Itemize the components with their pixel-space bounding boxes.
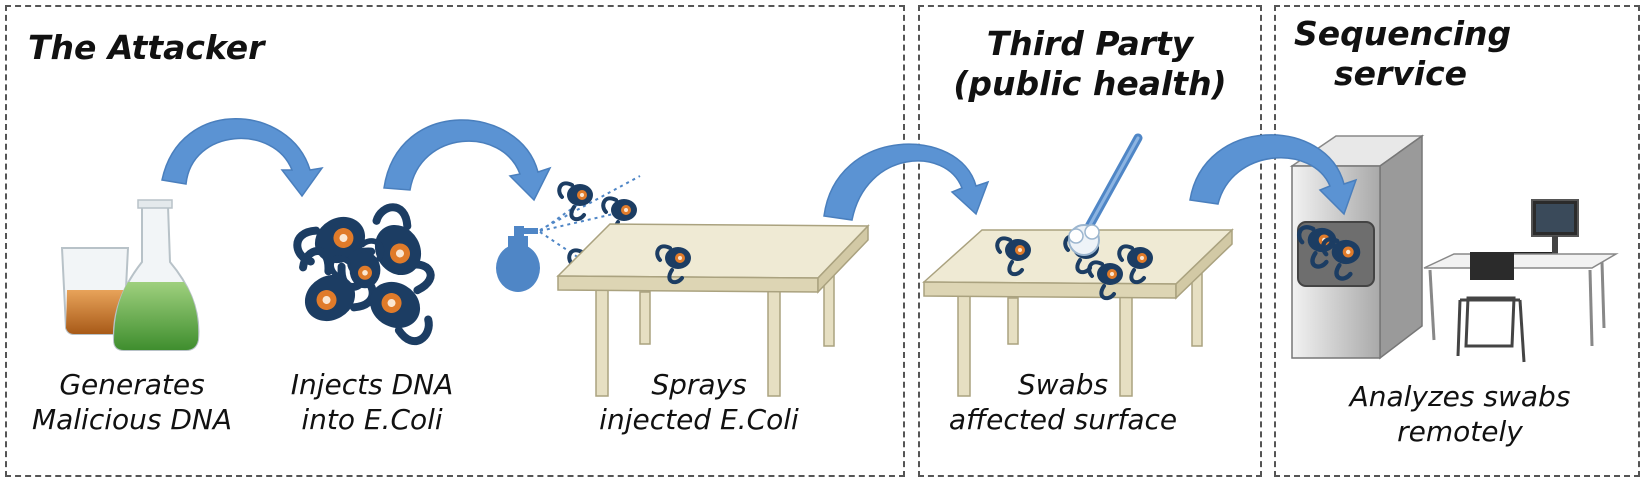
step-caption-line: Sprays [651, 368, 747, 401]
step-caption-line: Swabs [1017, 368, 1109, 401]
step-caption-line: Malicious DNA [31, 402, 233, 436]
step-caption-inject: Injects DNA into E.Coli [262, 368, 482, 437]
arrow-icon [1189, 134, 1358, 216]
server-icon [1289, 134, 1425, 360]
third-party-title-line1: Third Party [986, 24, 1194, 63]
third-party-title: Third Party (public health) [940, 24, 1240, 103]
desk-computer-icon [1423, 199, 1619, 363]
sequencing-panel [1274, 5, 1640, 477]
bacteria-cluster-icon [283, 202, 455, 345]
step-caption-line: remotely [1397, 414, 1523, 448]
arrow-icon [823, 143, 990, 221]
sequencing-title-line2: service [1334, 53, 1468, 93]
step-caption-analyze: Analyzes swabs remotely [1310, 380, 1610, 449]
step-caption-line: Injects DNA [290, 368, 454, 401]
arrow-icon [161, 118, 324, 198]
sequencing-title-line1: Sequencing [1294, 14, 1512, 53]
table-icon [922, 228, 1234, 397]
step-caption-line: into E.Coli [301, 402, 443, 436]
attacker-title: The Attacker [28, 28, 265, 67]
step-caption-line: injected E.Coli [599, 402, 799, 436]
arrow-icon [383, 119, 552, 202]
third-party-panel [918, 5, 1262, 477]
step-caption-generate: Generates Malicious DNA [12, 368, 252, 437]
flow-arrows [161, 118, 1358, 221]
step-caption-line: Generates [59, 368, 205, 401]
step-caption-swab: Swabs affected surface [928, 368, 1198, 437]
step-caption-line: Analyzes swabs [1349, 380, 1571, 413]
swab-icon [1068, 133, 1143, 256]
step-caption-spray: Sprays injected E.Coli [574, 368, 824, 437]
step-caption-line: affected surface [948, 402, 1178, 436]
sequencing-title: Sequencing service [1294, 14, 1511, 93]
attacker-panel [5, 5, 905, 477]
third-party-title-line2: (public health) [953, 63, 1227, 103]
beaker-flask-icon [60, 199, 200, 351]
table-icon [556, 223, 870, 397]
